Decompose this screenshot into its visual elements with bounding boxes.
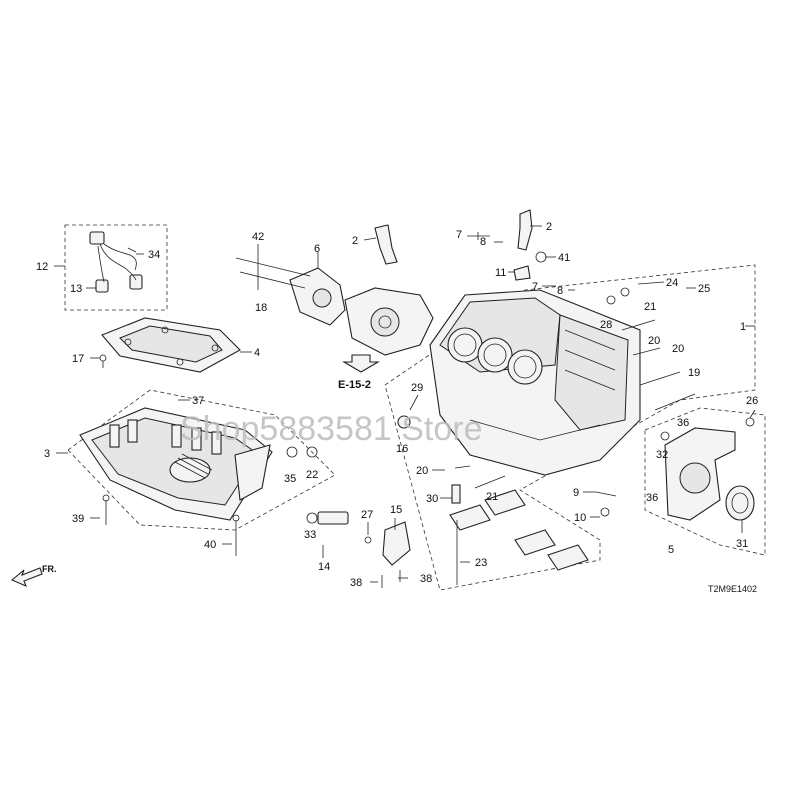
store-watermark: Shop5883581 Store [180, 410, 482, 448]
leader-lines [54, 225, 756, 583]
callout-9: 9 [573, 487, 579, 499]
engine-hanger-right [517, 209, 533, 251]
callout-1: 1 [740, 321, 746, 333]
sensor-assembly [306, 511, 411, 566]
callout-2-left: 2 [352, 235, 358, 247]
stiffener-plate [101, 317, 241, 373]
callout-8-mid: 8 [557, 285, 563, 297]
callout-36-top: 36 [677, 417, 689, 429]
callout-22: 22 [306, 469, 318, 481]
callout-35: 35 [284, 473, 296, 485]
front-label: FR. [42, 564, 57, 574]
callout-14: 14 [318, 561, 330, 573]
callout-15: 15 [390, 504, 402, 516]
reference-label: E-15-2 [338, 379, 371, 391]
water-pump-cover [344, 287, 434, 356]
front-direction-arrow [10, 567, 43, 588]
callout-21-top: 21 [644, 301, 656, 313]
bolts [99, 251, 755, 588]
callout-13: 13 [70, 283, 82, 295]
callout-20-mid: 20 [672, 343, 684, 355]
callout-20-left: 20 [416, 465, 428, 477]
callout-42: 42 [252, 231, 264, 243]
oil-pan-group-box [67, 389, 336, 531]
callout-4: 4 [254, 347, 260, 359]
oil-seal [725, 485, 755, 521]
callout-19: 19 [688, 367, 700, 379]
callout-40: 40 [204, 539, 216, 551]
engine-hanger-left [374, 224, 398, 265]
reference-arrow [341, 354, 381, 373]
callout-2-right: 2 [546, 221, 552, 233]
callout-12: 12 [36, 261, 48, 273]
callout-28: 28 [600, 319, 612, 331]
block-group-box [384, 264, 756, 591]
callout-39: 39 [72, 513, 84, 525]
callout-17: 17 [72, 353, 84, 365]
harness-group-box [64, 224, 168, 311]
callout-38-right: 38 [420, 573, 432, 585]
callout-21-mid: 21 [486, 491, 498, 503]
oil-pan [79, 407, 273, 521]
callout-24: 24 [666, 277, 678, 289]
callout-20-top: 20 [648, 335, 660, 347]
callout-41: 41 [558, 252, 570, 264]
callout-26: 26 [746, 395, 758, 407]
rear-cover [664, 427, 736, 521]
callout-33: 33 [304, 529, 316, 541]
callout-30: 30 [426, 493, 438, 505]
callout-16: 16 [396, 443, 408, 455]
rear-cover-group-box [644, 407, 766, 556]
callout-34: 34 [148, 249, 160, 261]
callout-36-bottom: 36 [646, 492, 658, 504]
bearing-caps [449, 489, 589, 585]
wiring-harness [89, 231, 143, 293]
callout-10: 10 [574, 512, 586, 524]
callout-7-mid: 7 [532, 281, 538, 293]
diagram-code: T2M9E1402 [708, 584, 757, 594]
engine-bracket [235, 257, 346, 326]
callout-18: 18 [255, 302, 267, 314]
callout-37: 37 [192, 395, 204, 407]
callout-23: 23 [475, 557, 487, 569]
callout-27: 27 [361, 509, 373, 521]
callout-38-left: 38 [350, 577, 362, 589]
callout-31: 31 [736, 538, 748, 550]
callout-8-top: 8 [480, 236, 486, 248]
callout-29: 29 [411, 382, 423, 394]
callout-5: 5 [668, 544, 674, 556]
callout-3: 3 [44, 448, 50, 460]
callout-25: 25 [698, 283, 710, 295]
callout-11: 11 [495, 267, 506, 279]
cylinder-block [429, 289, 641, 476]
callout-6: 6 [314, 243, 320, 255]
callout-7-top: 7 [456, 229, 462, 241]
callout-32: 32 [656, 449, 668, 461]
